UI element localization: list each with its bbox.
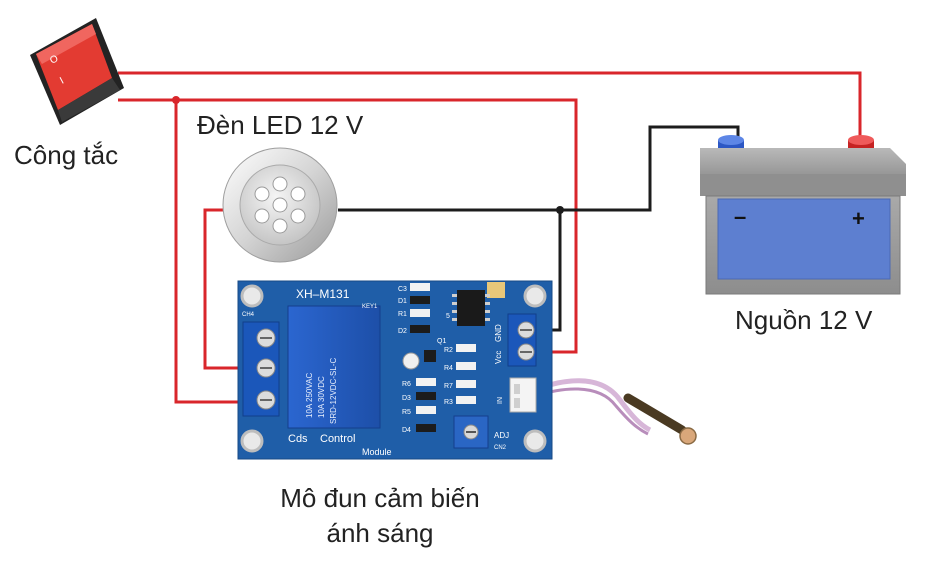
transistor-q1 — [424, 350, 436, 362]
label-adj: ADJ — [494, 431, 509, 440]
label-vcc: Vcc — [494, 351, 503, 364]
battery-minus-mark: – — [734, 204, 746, 229]
sensor-connector — [509, 377, 537, 413]
switch-i-mark: I — [58, 76, 66, 87]
led-chips — [254, 176, 306, 234]
label-ch4: CH4 — [242, 312, 255, 318]
sensor-cable-2 — [534, 387, 649, 436]
wire-led-to-relay-terminal — [203, 208, 262, 370]
label-r7: R7 — [444, 383, 453, 390]
module-label-line1: Mô đun cảm biến — [280, 483, 480, 513]
label-cds: Cds — [288, 433, 308, 445]
wire-junction-to-relay-terminal — [174, 100, 262, 404]
label-cn2: CN2 — [494, 445, 507, 451]
module-model: XH–M131 — [296, 287, 350, 301]
label-control: Control — [320, 433, 355, 445]
label-r1: R1 — [398, 311, 407, 318]
led-label: Đèn LED 12 V — [197, 110, 364, 140]
label-d3: D3 — [402, 395, 411, 402]
wires — [118, 71, 862, 445]
label-gnd: GND — [494, 324, 503, 342]
relay-spec-2: 10A 30VDC — [317, 376, 326, 418]
photoresistor — [679, 427, 697, 445]
label-c2: C2 — [490, 275, 499, 282]
battery-plus-mark: + — [852, 206, 865, 231]
module-label-line2: ánh sáng — [326, 518, 434, 549]
label-d4: D4 — [402, 427, 411, 434]
terminal-block-left — [242, 321, 280, 417]
label-r3: R3 — [444, 399, 453, 406]
label-r6: R6 — [402, 381, 411, 388]
battery: – + — [700, 135, 906, 295]
label-in: IN — [497, 397, 504, 404]
label-module: Module — [362, 447, 392, 457]
relay: 10A 250VAC 10A 30VDC SRD-12VDC-SL-C — [287, 305, 381, 429]
switch-label: Công tắc — [14, 140, 119, 170]
module-label: Mô đun cảm biến ánh sáng — [230, 481, 530, 551]
wire-led-to-battery-minus — [338, 125, 740, 212]
potentiometer — [453, 415, 489, 449]
ic-chip — [452, 290, 490, 326]
label-r2: R2 — [444, 347, 453, 354]
label-five: 5 — [446, 313, 450, 320]
sensor-probe — [623, 393, 687, 435]
relay-spec-3: SRD-12VDC-SL-C — [329, 358, 338, 424]
label-d2: D2 — [398, 328, 407, 335]
wire-gnd-junction — [556, 206, 564, 214]
led-lamp — [222, 147, 338, 263]
wire-switch-to-module-vcc — [118, 98, 578, 354]
label-r5: R5 — [402, 409, 411, 416]
module-key: KEY1 — [362, 304, 378, 310]
indicator-led — [402, 352, 420, 370]
sensor-module: CH4 10A 250VAC 10A 30VDC SRD-12VDC-SL-C … — [237, 275, 553, 460]
smd-components — [410, 282, 505, 432]
rocker-switch: O I — [30, 18, 124, 125]
terminal-block-power — [507, 313, 537, 367]
relay-spec-1: 10A 250VAC — [305, 373, 314, 418]
wire-switch-to-battery-plus — [118, 71, 862, 140]
label-r4: R4 — [444, 365, 453, 372]
sensor-cable — [534, 378, 652, 433]
label-d1: D1 — [398, 298, 407, 305]
wire-junction-dot — [172, 96, 180, 104]
label-c3: C3 — [398, 286, 407, 293]
battery-label: Nguồn 12 V — [735, 305, 873, 335]
label-q1: Q1 — [437, 338, 446, 345]
